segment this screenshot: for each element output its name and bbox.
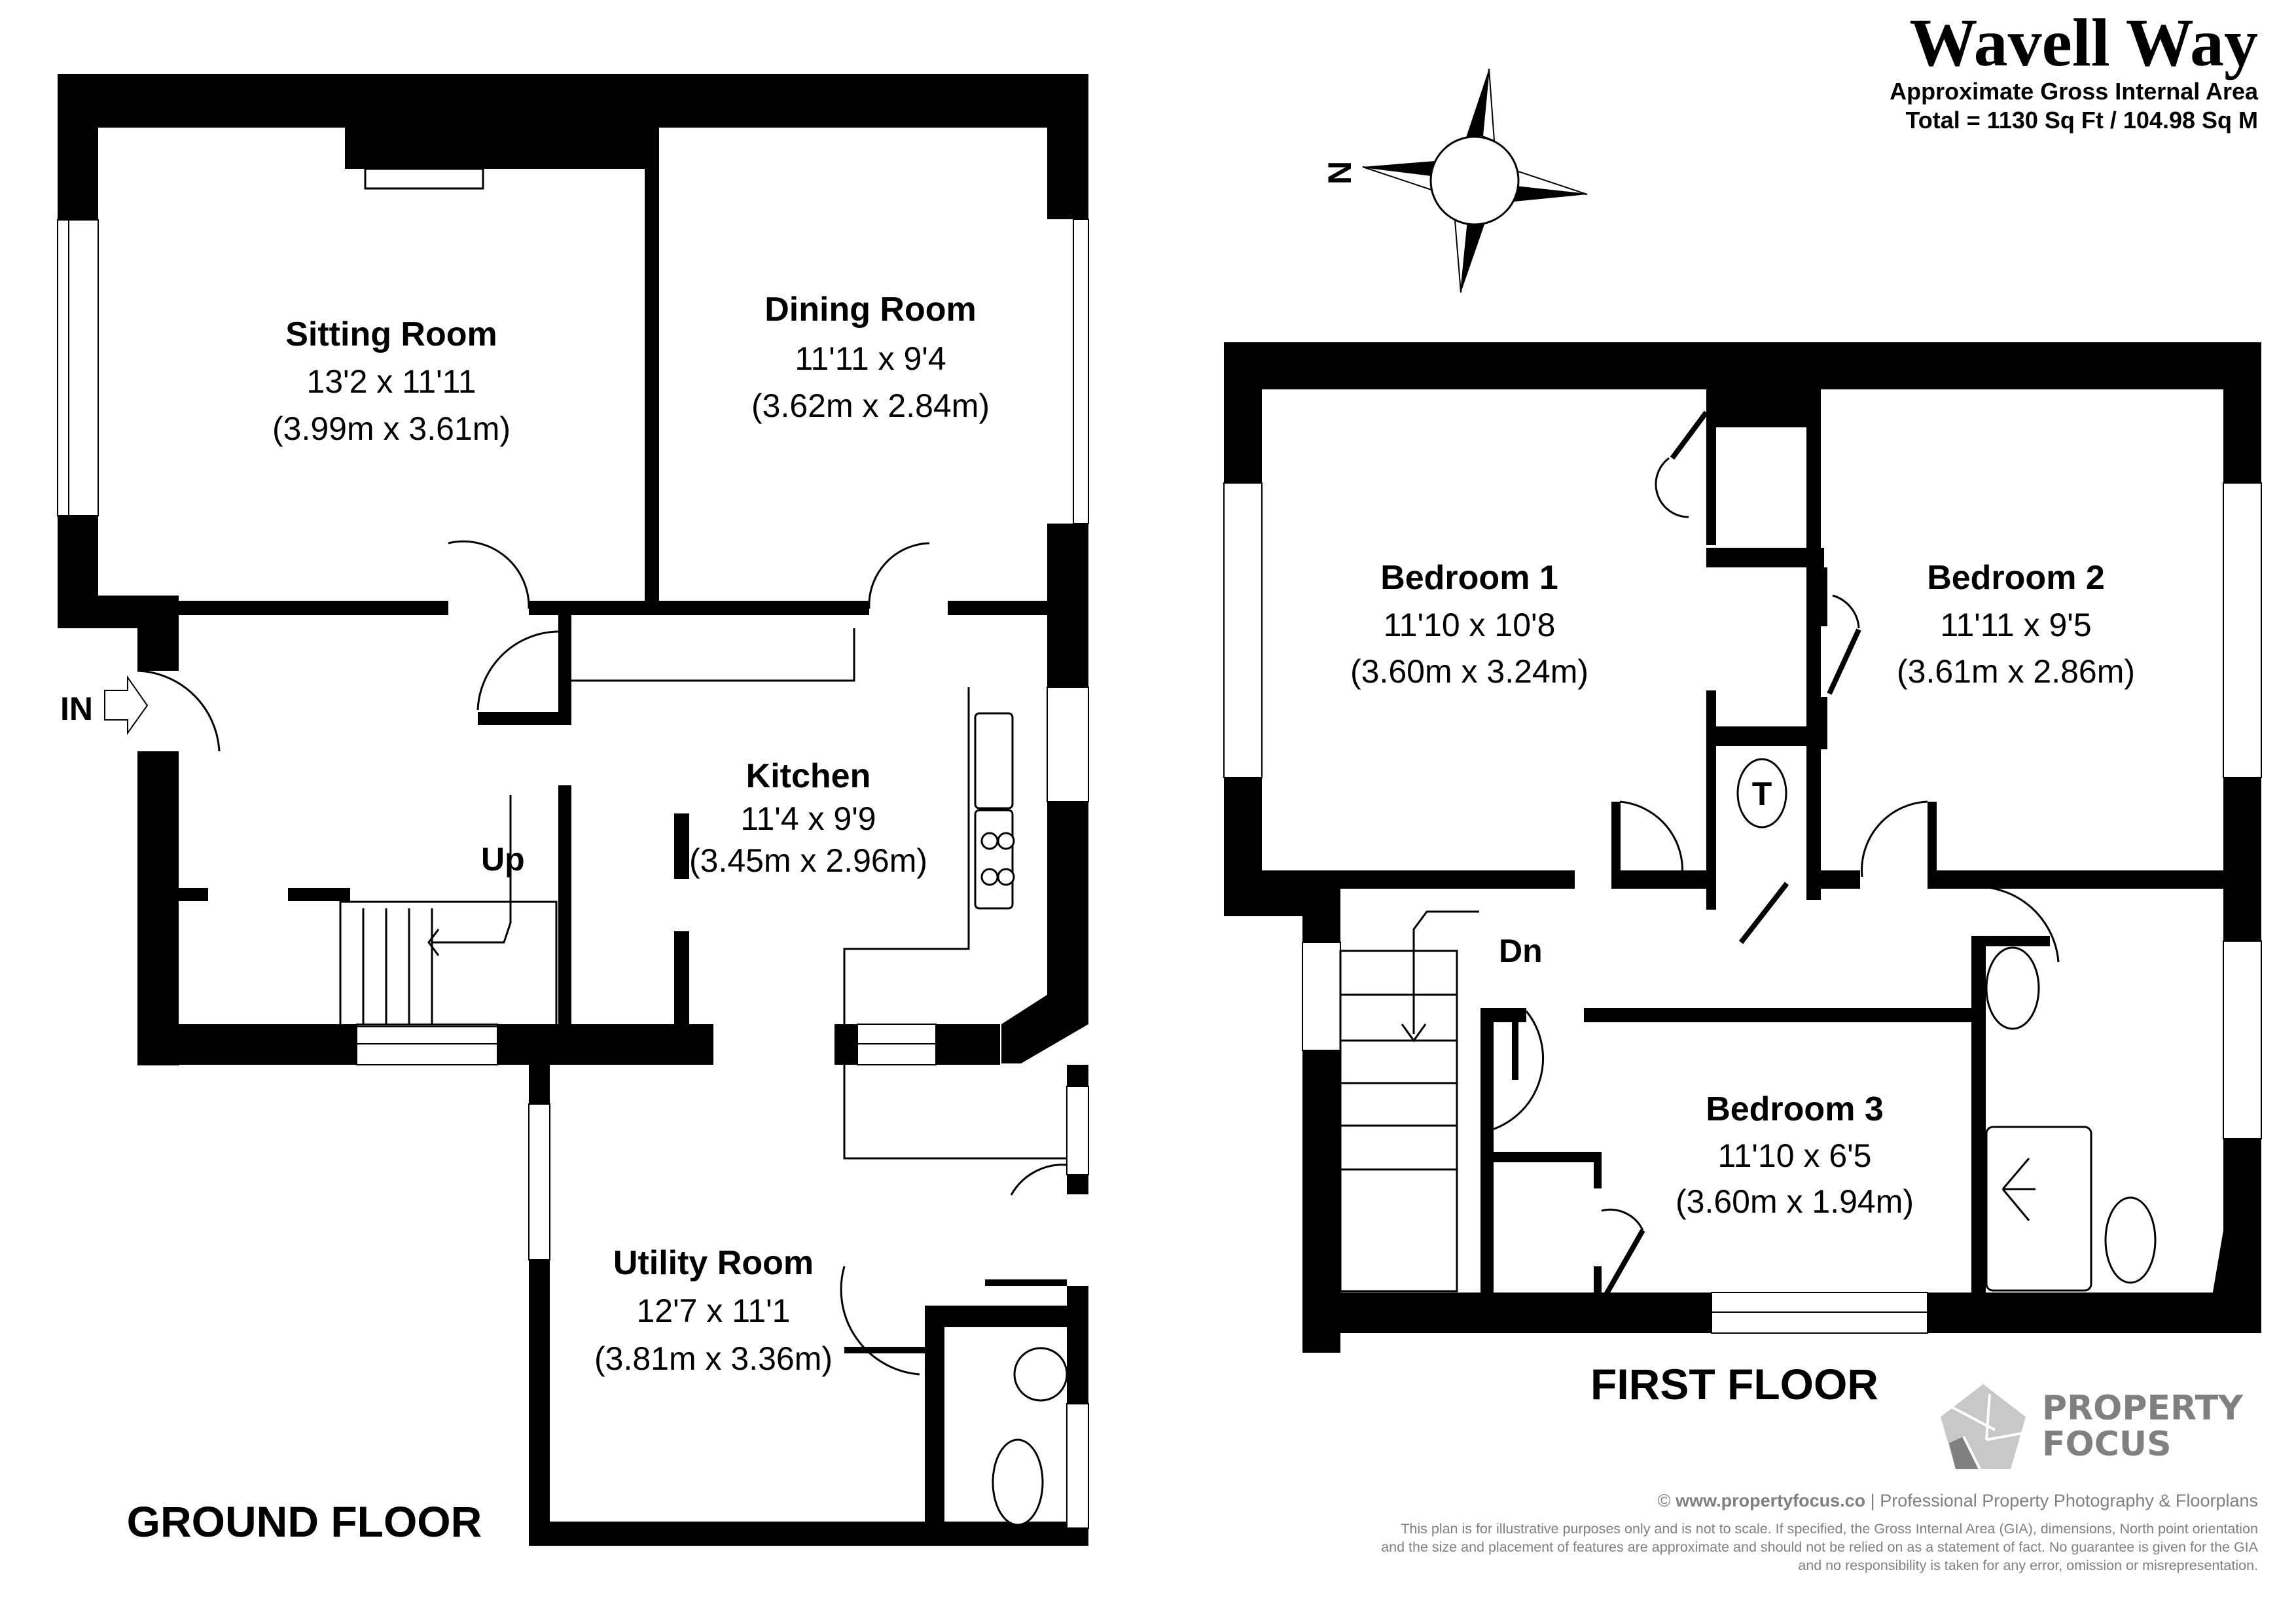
tank-label: T (1752, 776, 1772, 812)
brand-logo: PROPERTY FOCUS (1937, 1381, 2243, 1472)
room-dining-room: Dining Room 11'11 x 9'4 (3.62m x 2.84m) (751, 291, 990, 424)
first-floor-label: FIRST FLOOR (1590, 1360, 1878, 1408)
room-bedroom-1: Bedroom 1 11'10 x 10'8 (3.60m x 3.24m) (1350, 559, 1588, 690)
svg-text:(3.99m x 3.61m): (3.99m x 3.61m) (272, 410, 511, 447)
footer: © www.propertyfocus.co | Professional Pr… (1374, 1491, 2258, 1575)
room-kitchen: Kitchen 11'4 x 9'9 (3.45m x 2.96m) (689, 757, 927, 879)
footer-credit: © www.propertyfocus.co | Professional Pr… (1657, 1491, 2258, 1510)
svg-text:11'11 x 9'4: 11'11 x 9'4 (795, 340, 946, 377)
window (57, 219, 99, 516)
brand-line-1: PROPERTY (2042, 1389, 2243, 1429)
tank-icon (1736, 758, 1787, 829)
room-bedroom-2: Bedroom 2 11'11 x 9'5 (3.61m x 2.86m) (1897, 559, 2135, 690)
svg-text:(3.45m x 2.96m): (3.45m x 2.96m) (689, 842, 927, 879)
svg-text:11'11 x 9'5: 11'11 x 9'5 (1940, 607, 2091, 643)
website-link[interactable]: www.propertyfocus.co (1676, 1491, 1866, 1510)
svg-text:12'7 x 11'1: 12'7 x 11'1 (636, 1293, 790, 1329)
brand-line-2: FOCUS (2042, 1425, 2172, 1464)
svg-text:(3.60m x 3.24m): (3.60m x 3.24m) (1350, 653, 1588, 690)
first-floor-plan: Dn T Bedroom 1 11'10 x 10'8 (3.60m x 3.2… (1223, 342, 2262, 1408)
svg-text:(3.61m x 2.86m): (3.61m x 2.86m) (1897, 653, 2135, 690)
svg-text:(3.81m x 3.36m): (3.81m x 3.36m) (594, 1340, 833, 1377)
svg-text:13'2 x 11'11: 13'2 x 11'11 (306, 363, 476, 400)
svg-text:Bedroom 2: Bedroom 2 (1927, 559, 2105, 597)
svg-text:(3.62m x 2.84m): (3.62m x 2.84m) (751, 387, 990, 424)
svg-text:(3.60m x 1.94m): (3.60m x 1.94m) (1676, 1183, 1914, 1220)
window (528, 1103, 550, 1260)
property-name: Wavell Way (1909, 5, 2258, 80)
window (2223, 482, 2262, 778)
svg-text:11'4 x 9'9: 11'4 x 9'9 (740, 800, 876, 837)
ground-floor-label: GROUND FLOOR (127, 1497, 482, 1546)
svg-text:Dining Room: Dining Room (764, 291, 977, 329)
svg-text:Sitting Room: Sitting Room (285, 315, 497, 353)
ground-floor-plan: IN Up Sitting Room 13'2 x 11'11 (3.99m x… (57, 74, 1089, 1546)
brand-pentagon-icon (1941, 1384, 2026, 1470)
svg-text:Bedroom 1: Bedroom 1 (1380, 559, 1558, 597)
window (1066, 1086, 1089, 1175)
svg-text:Utility Room: Utility Room (613, 1244, 814, 1282)
svg-text:11'10 x 6'5: 11'10 x 6'5 (1717, 1137, 1871, 1174)
header: Wavell Way Approximate Gross Internal Ar… (1890, 9, 2258, 135)
area-total: Total = 1130 Sq Ft / 104.98 Sq M (1905, 106, 2258, 134)
window (1066, 1403, 1089, 1529)
compass-north-label: N (1321, 161, 1358, 185)
stairs-down-label: Dn (1499, 933, 1543, 969)
footer-tagline: Professional Property Photography & Floo… (1880, 1491, 2258, 1510)
disclaimer: This plan is for illustrative purposes o… (1381, 1521, 2258, 1573)
room-bedroom-3: Bedroom 3 11'10 x 6'5 (3.60m x 1.94m) (1676, 1090, 1914, 1220)
stairs-up-label: Up (481, 841, 525, 878)
window (1223, 482, 1263, 778)
room-sitting-room: Sitting Room 13'2 x 11'11 (3.99m x 3.61m… (272, 315, 511, 447)
window (1047, 687, 1089, 802)
svg-text:Bedroom 3: Bedroom 3 (1706, 1090, 1884, 1128)
entrance-label: IN (60, 690, 93, 727)
window (2223, 940, 2262, 1139)
window (1073, 219, 1089, 524)
room-utility-room: Utility Room 12'7 x 11'1 (3.81m x 3.36m) (594, 1244, 833, 1377)
entrance-arrow-icon (104, 675, 149, 736)
svg-text:Kitchen: Kitchen (746, 757, 871, 795)
svg-text:11'10 x 10'8: 11'10 x 10'8 (1384, 607, 1556, 643)
area-label: Approximate Gross Internal Area (1890, 78, 2258, 105)
window (1302, 942, 1341, 1051)
compass-icon: N (1321, 68, 1588, 293)
